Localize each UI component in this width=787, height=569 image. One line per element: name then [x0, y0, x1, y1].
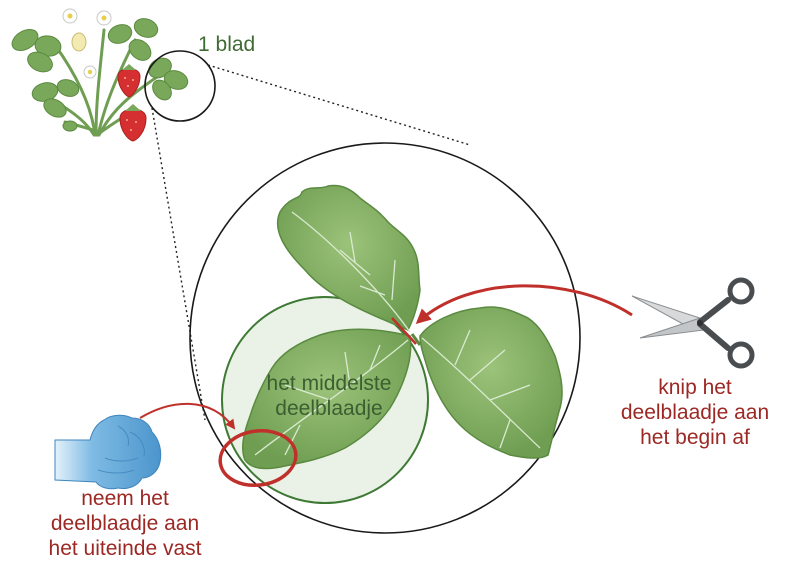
cut-instruction-line: deelblaadje aan: [600, 401, 787, 426]
leaf-label: 1 blad: [198, 33, 255, 58]
middle-leaflet-label-line: het middelste: [243, 372, 415, 397]
hold-instruction-line: het uiteinde vast: [10, 537, 240, 562]
middle-leaflet-label-line: deelblaadje: [243, 397, 415, 422]
right-leaflet: [420, 307, 562, 458]
gloved-hand-icon: [55, 415, 161, 489]
scissors-icon: [632, 280, 752, 366]
cut-instruction-line: knip het: [600, 376, 787, 401]
middle-leaflet-label: het middelste deelblaadje: [243, 372, 415, 422]
hold-instruction-line: deelblaadje aan: [10, 512, 240, 537]
hold-instruction-label: neem het deelblaadje aan het uiteinde va…: [10, 487, 240, 561]
cut-instruction-label: knip het deelblaadje aan het begin af: [600, 376, 787, 450]
hold-arrow: [140, 404, 234, 428]
cut-instruction-line: het begin af: [600, 426, 787, 451]
hold-instruction-line: neem het: [10, 487, 240, 512]
strawberry-plant-icon: [8, 9, 190, 141]
